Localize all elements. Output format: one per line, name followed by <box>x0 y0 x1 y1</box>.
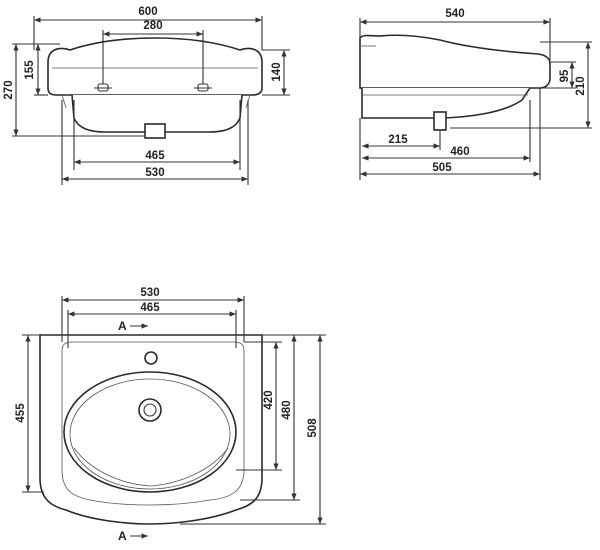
dim-front-rim-height: 155 <box>24 60 36 80</box>
dim-top-depth-left: 455 <box>15 403 27 423</box>
section-mark-bottom: A <box>118 529 127 543</box>
front-basin-outline <box>47 37 263 96</box>
top-drain-outer <box>138 398 162 422</box>
top-tap-hole <box>144 351 158 365</box>
top-view: 530 465 A A 455 420 480 508 <box>15 287 326 543</box>
dim-front-bowl-outer: 530 <box>145 167 164 179</box>
dim-side-depth-total: 540 <box>445 8 464 20</box>
front-drain <box>144 123 166 139</box>
dim-side-drain-offset: 215 <box>388 134 408 146</box>
dim-side-rim-height: 95 <box>559 69 571 82</box>
dim-top-outer-width: 530 <box>140 287 159 299</box>
dim-front-width-total: 600 <box>138 6 157 18</box>
dim-tap-spacing: 280 <box>143 20 162 32</box>
side-view: 540 95 210 215 460 505 <box>359 8 592 180</box>
dim-side-base-depth: 505 <box>432 162 452 174</box>
dim-top-bowl-depth: 420 <box>263 390 275 409</box>
dim-side-bowl-depth: 460 <box>450 146 469 158</box>
dim-top-inner-width: 465 <box>140 302 160 314</box>
section-mark-top: A <box>118 319 127 333</box>
top-drain-inner <box>143 403 157 417</box>
front-view: 600 280 465 530 270 155 140 <box>3 6 290 185</box>
dim-front-bowl-inner: 465 <box>145 150 165 162</box>
top-bowl <box>63 371 237 493</box>
dim-side-height-total: 210 <box>575 76 587 95</box>
dim-top-inner-depth: 480 <box>281 400 293 419</box>
top-rim-inner <box>61 341 245 506</box>
side-basin-outline <box>359 34 551 89</box>
side-drain <box>433 111 447 131</box>
dim-front-right-height: 140 <box>271 62 283 81</box>
dim-top-total-depth: 508 <box>307 418 319 438</box>
dim-front-height-total: 270 <box>3 80 15 99</box>
